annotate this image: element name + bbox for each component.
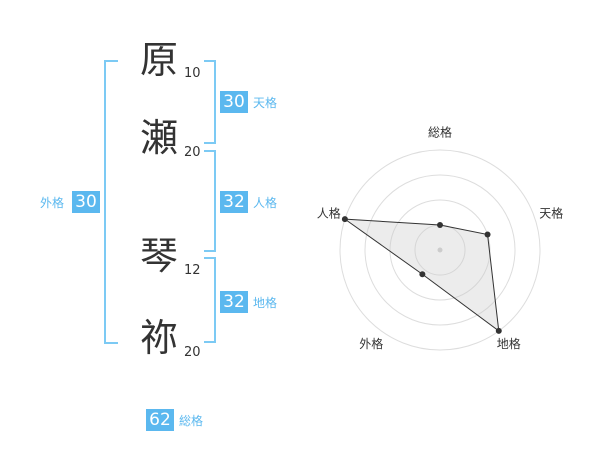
radar-axis-label-4: 外格 (359, 336, 383, 351)
chikaku-value: 32 (220, 291, 248, 313)
gaikaku-value: 30 (72, 191, 100, 213)
tenkaku-bracket (204, 60, 216, 144)
radar-point-5 (341, 216, 348, 223)
radar-center-dot (437, 247, 443, 253)
radar-point-4 (419, 271, 426, 278)
radar-axis-label-1: 総格 (428, 125, 452, 140)
radar-axis-label-5: 人格 (317, 205, 341, 220)
stroke-count-3: 12 (184, 263, 201, 278)
chikaku-label: 地格 (253, 296, 278, 310)
soukaku-label: 総格 (179, 414, 204, 428)
jinkaku-value: 32 (220, 191, 248, 213)
tenkaku-value: 30 (220, 91, 248, 113)
radar-axis-label-2: 天格 (539, 205, 563, 220)
soukaku-value: 62 (146, 409, 174, 431)
gaikaku-label: 外格 (40, 196, 65, 210)
radar-point-1 (437, 222, 443, 228)
stroke-count-2: 20 (184, 145, 201, 160)
radar-axis-label-3: 地格 (497, 336, 521, 351)
tenkaku-label: 天格 (253, 96, 278, 110)
radar-series-area (343, 218, 500, 332)
name-char-2: 瀬 (140, 116, 179, 160)
name-char-1: 原 (140, 38, 179, 82)
gaikaku-bracket (104, 60, 118, 344)
jinkaku-bracket (204, 150, 216, 252)
stroke-count-1: 10 (184, 66, 201, 81)
radar-point-3 (495, 327, 502, 334)
chikaku-bracket (204, 257, 216, 343)
stroke-count-4: 20 (184, 345, 201, 360)
name-char-3: 琴 (140, 234, 179, 278)
radar-grid-ring (364, 174, 516, 326)
radar-grid-ring (339, 149, 541, 351)
jinkaku-label: 人格 (253, 196, 278, 210)
radar-grid-ring (389, 199, 491, 301)
radar-point-2 (484, 231, 491, 238)
name-char-4: 祢 (140, 316, 179, 360)
